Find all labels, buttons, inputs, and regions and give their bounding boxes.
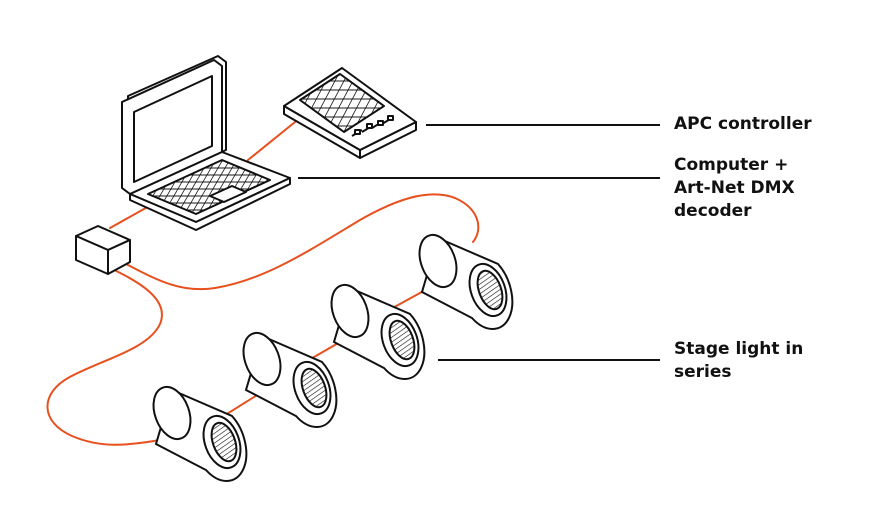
stage-light-2-icon: [242, 331, 338, 429]
laptop-base-edge: [129, 177, 291, 231]
leader-lines: [298, 124, 660, 361]
label-computer-line2: Art-Net DMX: [674, 178, 795, 198]
controller-faders: [351, 115, 394, 137]
label-computer-decoder: Computer + Art-Net DMX decoder: [674, 154, 795, 223]
label-stage-line2: series: [674, 362, 732, 382]
label-stage-line1: Stage light in: [674, 339, 804, 359]
label-apc-controller: APC controller: [674, 113, 812, 136]
controller-pad-grid: [299, 73, 385, 133]
stage-light-1-icon: [152, 385, 248, 483]
laptop-icon: [121, 55, 291, 231]
dmx-decoder-icon: [75, 225, 131, 275]
laptop-trackpad: [209, 185, 247, 203]
laptop-keyboard: [147, 159, 271, 215]
stage-light-3-icon: [330, 283, 426, 381]
decoder-side: [107, 239, 131, 275]
label-computer-line1: Computer +: [674, 155, 789, 175]
apc-controller-icon: [283, 67, 417, 159]
cable-decoder-lower-loop: [46, 267, 163, 446]
label-stage-light: Stage light in series: [674, 338, 803, 384]
cable-laptop-to-controller: [247, 117, 301, 161]
laptop-screen-panel: [133, 75, 213, 183]
stage-light-4-icon: [418, 233, 514, 331]
cable-decoder-upper-loop: [121, 193, 480, 291]
label-computer-line3: decoder: [674, 201, 752, 221]
label-apc-text: APC controller: [674, 114, 812, 134]
